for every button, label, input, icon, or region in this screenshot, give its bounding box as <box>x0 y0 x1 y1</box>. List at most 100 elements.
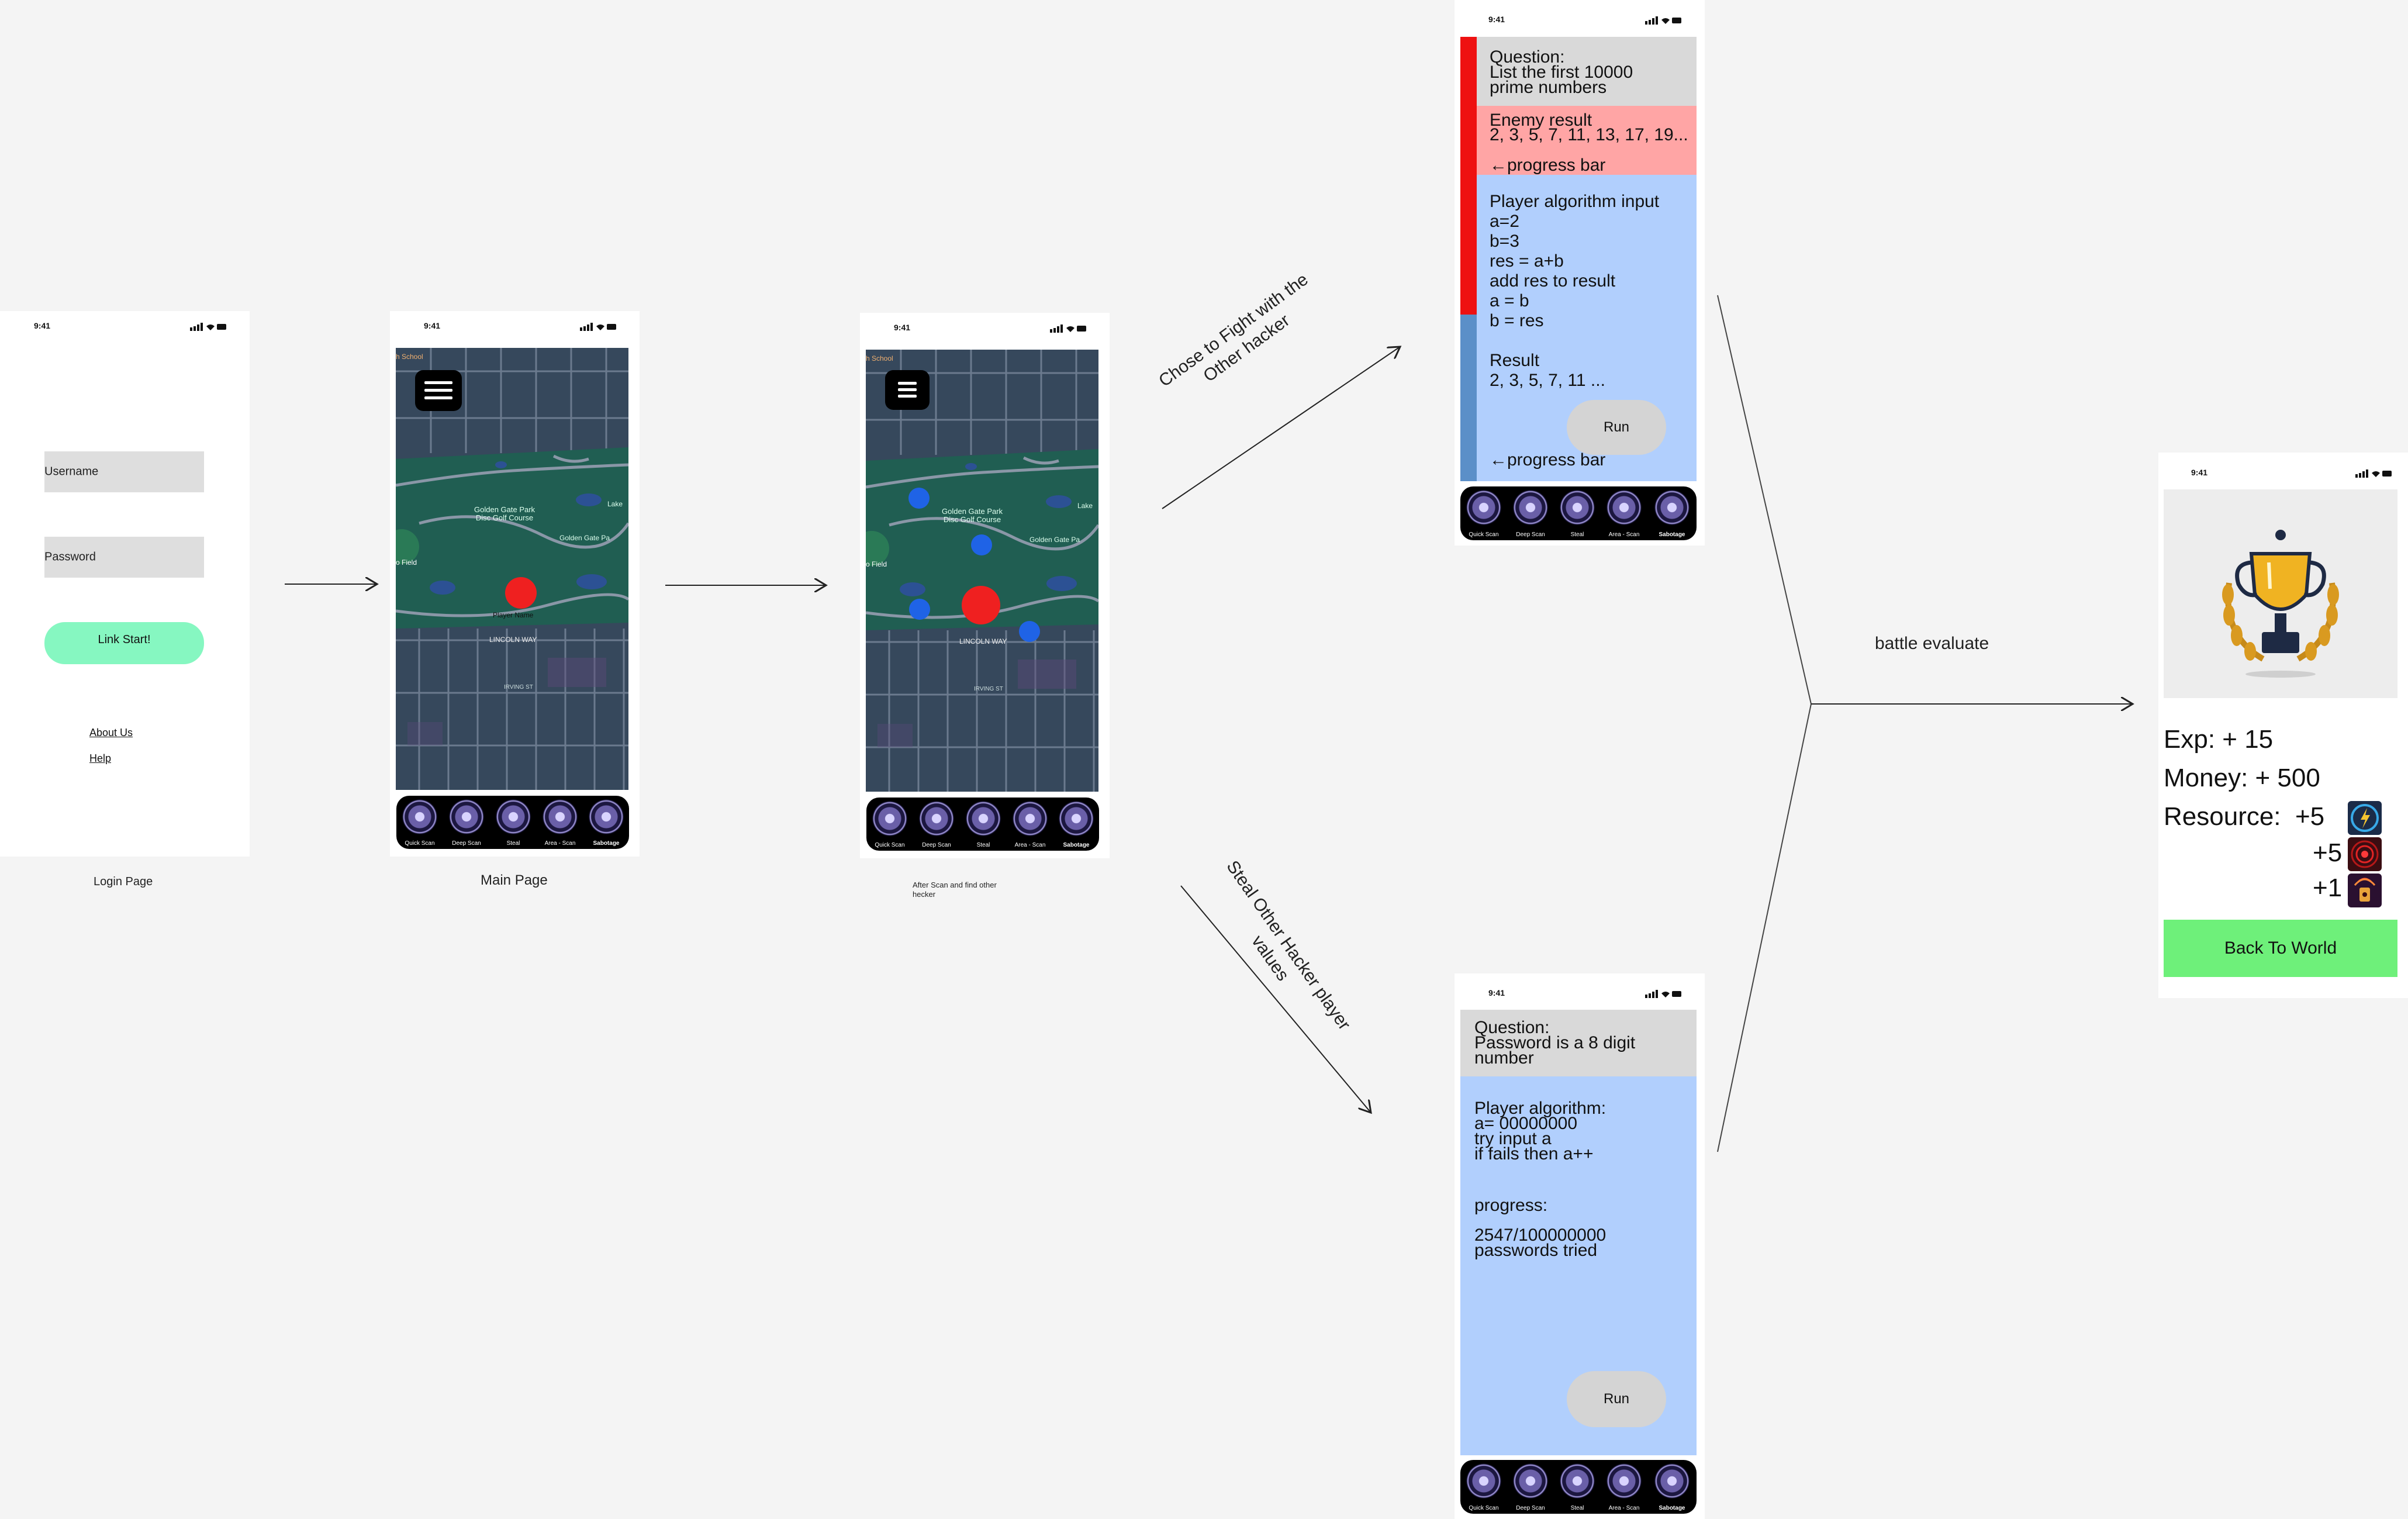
quick-scan-icon <box>1466 490 1501 525</box>
enemy-dot[interactable] <box>908 488 930 509</box>
steal-question-text: Question: Password is a 8 digit number <box>1474 1018 1636 1068</box>
nav-deep-scan[interactable]: Deep Scan <box>1507 486 1554 540</box>
status-bar: 9:41 <box>0 311 250 344</box>
nav-label: Quick Scan <box>1469 1505 1499 1511</box>
steal-icon <box>966 801 1001 836</box>
run-button[interactable]: Run <box>1567 400 1666 455</box>
password-label: Password <box>44 550 96 564</box>
about-us-link[interactable]: About Us <box>89 727 133 738</box>
nav-sabotage[interactable]: Sabotage <box>583 796 629 849</box>
nav-label: Deep Scan <box>1516 531 1545 538</box>
nav-deep-scan[interactable]: Deep Scan <box>913 798 960 851</box>
password-field[interactable]: Password <box>44 537 204 578</box>
link-start-button[interactable]: Link Start! <box>44 622 204 664</box>
enemy-dot[interactable] <box>1019 621 1040 642</box>
status-icons <box>580 323 616 331</box>
arrow-scan-to-fight <box>1162 347 1400 509</box>
nav-steal[interactable]: Steal <box>1554 1460 1601 1514</box>
run-button[interactable]: Run <box>1567 1371 1666 1427</box>
map-label-lincoln: LINCOLN WAY <box>489 636 537 644</box>
nav-steal[interactable]: Steal <box>1554 486 1601 540</box>
question-panel <box>1460 37 1697 106</box>
status-time: 9:41 <box>2191 468 2208 477</box>
nav-deep-scan[interactable]: Deep Scan <box>1507 1460 1554 1514</box>
nav-deep-scan[interactable]: Deep Scan <box>443 796 490 849</box>
nav-sabotage[interactable]: Sabotage <box>1647 1460 1697 1514</box>
deep-scan-icon <box>1513 1463 1548 1499</box>
username-label: Username <box>44 465 99 478</box>
enemy-dot[interactable] <box>971 534 992 555</box>
money-reward: Money: + 500 <box>2164 764 2320 792</box>
nav-steal[interactable]: Steal <box>960 798 1007 851</box>
status-icons <box>1050 324 1086 333</box>
username-field[interactable]: Username <box>44 451 204 492</box>
main-page-caption: Main Page <box>481 872 548 888</box>
quick-scan-icon <box>872 801 907 836</box>
map-label-school: h School <box>396 353 423 361</box>
quick-scan-icon <box>402 799 437 834</box>
status-bar: 9:41 <box>1455 973 1705 1006</box>
nav-quick-scan[interactable]: Quick Scan <box>1460 486 1507 540</box>
question-panel <box>1460 1010 1697 1076</box>
steal-icon <box>1560 1463 1595 1499</box>
menu-button[interactable] <box>415 370 462 411</box>
nav-sabotage[interactable]: Sabotage <box>1053 798 1099 851</box>
action-bar: Quick Scan Deep Scan Steal Area - Scan S… <box>1460 1460 1697 1514</box>
trophy-icon <box>2222 530 2339 678</box>
status-icons <box>1645 990 1681 998</box>
world-map[interactable]: Golden Gate Park Disc Golf Course LINCOL… <box>396 348 628 790</box>
player-dot[interactable] <box>962 586 1000 624</box>
area-scan-icon <box>1013 801 1048 836</box>
link-start-label: Link Start! <box>98 633 151 646</box>
map-label-lake: Lake <box>1077 502 1093 510</box>
help-link[interactable]: Help <box>89 752 112 764</box>
deep-scan-icon <box>919 801 954 836</box>
nav-label: Sabotage <box>1659 531 1685 538</box>
lightning-resource-icon <box>2348 801 2382 835</box>
evaluate-arrow-label: battle evaluate <box>1875 634 1989 653</box>
enemy-dot[interactable] <box>909 599 930 620</box>
steal-screen: 9:41 Question: Password is a 8 digit num… <box>1455 973 1705 1519</box>
map-label-field: o Field <box>396 558 417 567</box>
nav-sabotage[interactable]: Sabotage <box>1647 486 1697 540</box>
menu-button[interactable] <box>885 370 930 410</box>
nav-area-scan[interactable]: Area - Scan <box>1007 798 1053 851</box>
nav-quick-scan[interactable]: Quick Scan <box>396 796 443 849</box>
main-screen: 9:41 <box>390 311 640 857</box>
steal-icon <box>1560 490 1595 525</box>
run-label: Run <box>1603 1391 1630 1407</box>
status-icons <box>2355 469 2392 478</box>
signal-resource-icon <box>2348 837 2382 871</box>
nav-area-scan[interactable]: Area - Scan <box>1601 486 1647 540</box>
connector-steal <box>1717 703 1812 1152</box>
enemy-progress-label: ←progress bar <box>1490 156 1606 175</box>
quick-scan-icon <box>1466 1463 1501 1499</box>
result-text: Result 2, 3, 5, 7, 11 ... <box>1490 351 1605 390</box>
steal-progress-label: progress: <box>1474 1196 1548 1215</box>
nav-quick-scan[interactable]: Quick Scan <box>866 798 913 851</box>
deep-scan-icon <box>449 799 484 834</box>
status-icons <box>190 323 226 331</box>
nav-area-scan[interactable]: Area - Scan <box>537 796 583 849</box>
back-to-world-button[interactable]: Back To World <box>2164 920 2397 977</box>
nav-label: Quick Scan <box>875 842 905 848</box>
world-map[interactable]: Golden Gate Park Disc Golf Course LINCOL… <box>866 350 1098 792</box>
nav-label: Quick Scan <box>1469 531 1499 538</box>
nav-steal[interactable]: Steal <box>490 796 537 849</box>
trophy-panel <box>2164 489 2397 698</box>
sabotage-icon <box>1654 490 1690 525</box>
nav-quick-scan[interactable]: Quick Scan <box>1460 1460 1507 1514</box>
run-label: Run <box>1603 419 1630 435</box>
scan-page-caption: After Scan and find other hecker <box>913 881 997 899</box>
nav-label: Quick Scan <box>405 840 435 847</box>
nav-area-scan[interactable]: Area - Scan <box>1601 1460 1647 1514</box>
action-bar: Quick Scan Deep Scan Steal Area - Scan S… <box>1460 486 1697 540</box>
deep-scan-icon <box>1513 490 1548 525</box>
nav-label: Steal <box>1570 531 1584 538</box>
map-graphic <box>866 350 1098 792</box>
map-label-park: Golden Gate Park Disc Golf Course <box>942 507 1003 524</box>
area-scan-icon <box>543 799 578 834</box>
nav-label: Area - Scan <box>1608 1505 1640 1511</box>
player-dot[interactable] <box>505 577 537 609</box>
